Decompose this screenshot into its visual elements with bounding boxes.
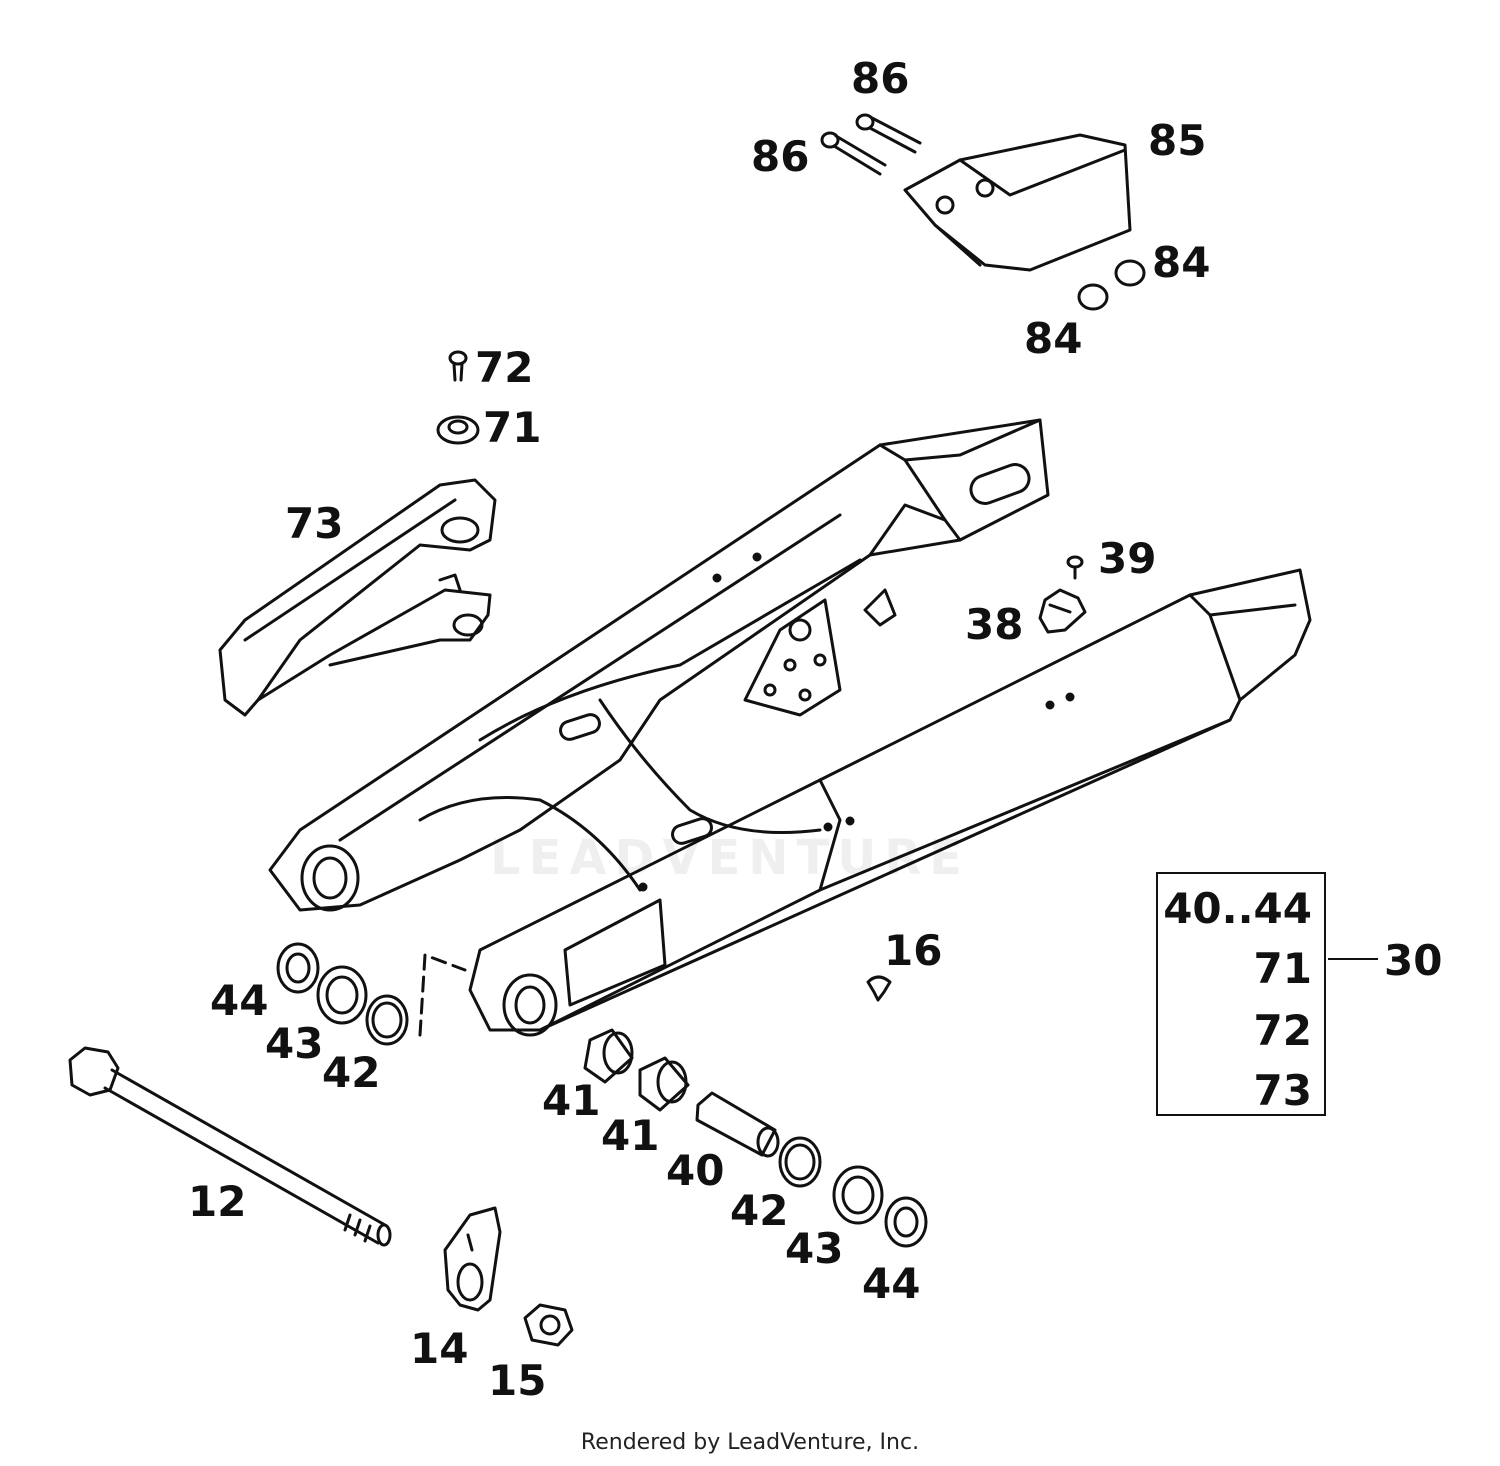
bearing-41-a <box>583 1028 634 1084</box>
callout-85: 85 <box>1148 116 1207 165</box>
callout-15: 15 <box>488 1356 547 1405</box>
callout-86-upper: 86 <box>851 54 910 103</box>
nut-15 <box>523 1303 574 1347</box>
callout-86-lower: 86 <box>751 132 810 181</box>
dashed-axis-left <box>418 953 467 1037</box>
chain-slider-73 <box>218 478 497 717</box>
chain-guide-85 <box>903 133 1132 272</box>
callout-12: 12 <box>188 1177 247 1226</box>
screw-39 <box>1066 555 1084 580</box>
screw-72 <box>448 350 468 382</box>
swingarm <box>268 418 1312 1037</box>
kit-line-4: 73 <box>1253 1066 1312 1115</box>
callout-42-left: 42 <box>322 1048 381 1097</box>
callout-44-left: 44 <box>210 976 269 1025</box>
washer-71 <box>436 415 480 445</box>
seal-44-right <box>884 1196 928 1248</box>
callout-16: 16 <box>884 926 943 975</box>
callout-84-right: 84 <box>1152 238 1211 287</box>
callout-84-left: 84 <box>1024 314 1083 363</box>
callout-72: 72 <box>475 343 534 392</box>
kit-leader-line <box>1328 958 1378 960</box>
callout-43-right: 43 <box>785 1224 844 1273</box>
kit-line-1: 40..44 <box>1163 884 1312 933</box>
adjuster-plate-14 <box>443 1206 502 1312</box>
bearing-41-b <box>638 1056 690 1112</box>
bolt-86-lower <box>820 131 887 176</box>
plug-16 <box>866 975 892 1002</box>
washer-42-right <box>778 1136 822 1188</box>
callout-73: 73 <box>285 499 344 548</box>
callout-14: 14 <box>410 1324 469 1373</box>
watermark: LEADVENTURE <box>490 830 970 886</box>
seal-44-left <box>276 942 320 994</box>
axle-bolt-12 <box>68 1046 392 1247</box>
callout-43-left: 43 <box>265 1019 324 1068</box>
callout-39: 39 <box>1098 534 1157 583</box>
callout-30: 30 <box>1384 936 1443 985</box>
callout-71: 71 <box>483 403 542 452</box>
cap-84 <box>1077 259 1146 311</box>
kit-line-3: 72 <box>1253 1006 1312 1055</box>
clip-38 <box>1038 588 1087 634</box>
bolt-86-upper <box>855 113 922 154</box>
sleeve-40 <box>695 1091 780 1158</box>
callout-42-right: 42 <box>730 1186 789 1235</box>
kit-line-2: 71 <box>1253 944 1312 993</box>
callout-41-b: 41 <box>601 1111 660 1160</box>
callout-41-a: 41 <box>542 1076 601 1125</box>
footer-credit: Rendered by LeadVenture, Inc. <box>580 1430 920 1455</box>
callout-40: 40 <box>666 1146 725 1195</box>
callout-38: 38 <box>965 600 1024 649</box>
bushing-43-right <box>832 1165 884 1225</box>
bushing-43-left <box>316 965 368 1025</box>
kit-contents-box: 40..44 71 72 73 <box>1156 872 1326 1116</box>
callout-44-right: 44 <box>862 1259 921 1308</box>
washer-42-left <box>365 994 409 1046</box>
